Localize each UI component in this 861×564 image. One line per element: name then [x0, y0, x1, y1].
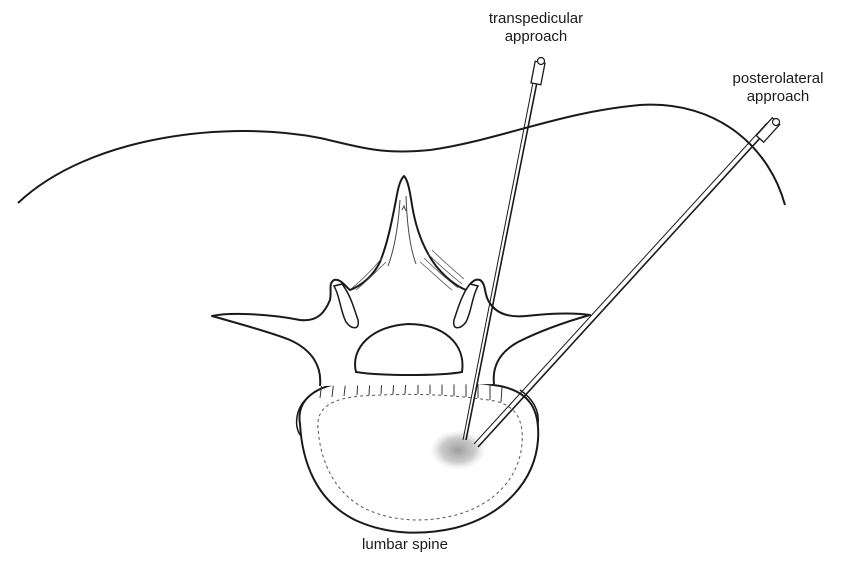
- posterolateral-label-line1: posterolateral: [718, 70, 838, 88]
- transpedicular-approach-label: transpedicular approach: [481, 10, 591, 46]
- posterolateral-approach-label: posterolateral approach: [718, 70, 838, 106]
- posterolateral-label-line2: approach: [718, 88, 838, 106]
- transpedicular-label-line2: approach: [481, 28, 591, 46]
- vertebral-body: [299, 379, 538, 532]
- lesion-target: [430, 430, 486, 470]
- figure-caption: lumbar spine: [330, 536, 480, 554]
- transpedicular-label-line1: transpedicular: [481, 10, 591, 28]
